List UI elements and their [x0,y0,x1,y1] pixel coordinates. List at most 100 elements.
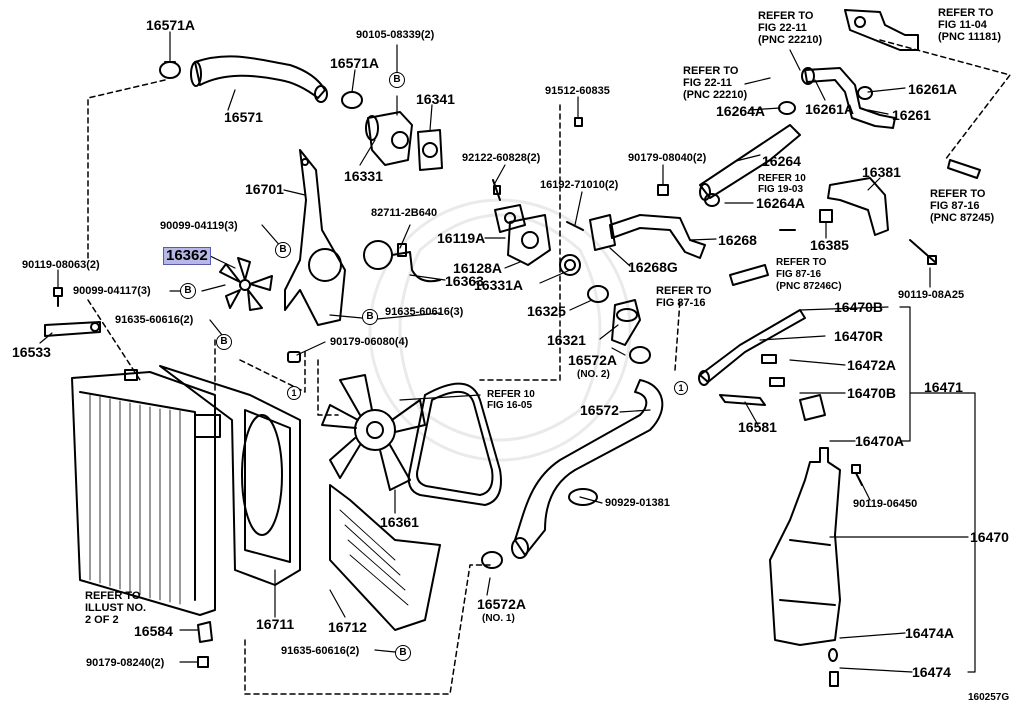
label-90099-04119[interactable]: 90099-04119(3) [160,220,238,232]
label-16571[interactable]: 16571 [224,109,263,125]
hose-clamp-16572A-no1[interactable] [481,551,503,569]
label-16470B-b[interactable]: 16470B [847,385,897,401]
label-16584[interactable]: 16584 [134,623,173,639]
radiator-assembly[interactable] [71,369,221,616]
water-outlet-16331[interactable] [365,111,413,166]
label-16712[interactable]: 16712 [328,619,367,635]
label-16192-71010[interactable]: 16192-71010(2) [540,179,619,191]
bolt-90119-08063[interactable] [53,287,63,307]
clip-16533[interactable] [44,321,101,337]
ref-fig-87-16-right[interactable]: REFER TO FIG 87-16 (PNC 87245) [930,188,995,224]
stud-92122[interactable] [492,179,501,201]
clamp-16385[interactable] [819,209,833,223]
clamp-16261A[interactable] [801,67,873,100]
bracket-16381[interactable] [827,177,889,236]
gasket-16268G[interactable] [589,214,616,251]
bolt-91512[interactable] [574,117,583,127]
label-91635-60616-b[interactable]: 91635-60616(3) [385,306,464,318]
label-16711[interactable]: 16711 [256,616,295,632]
label-16474[interactable]: 16474 [912,664,951,680]
label-16572A-no1[interactable]: 16572A [477,596,527,612]
ref-fig-87-16-mid[interactable]: REFER TO FIG 87-16 (PNC 87246C) [776,257,842,292]
label-16571A[interactable]: 16571A [330,55,380,71]
label-16325[interactable]: 16325 [527,303,566,319]
label-16362-highlighted[interactable]: 16362 [163,247,211,265]
label-82711-2B640[interactable]: 82711-2B640 [371,207,438,219]
label-16128A[interactable]: 16128A [453,260,503,276]
hose-clamp-16571A[interactable] [341,91,363,109]
label-16572A-no2[interactable]: 16572A [568,352,618,368]
label-91635-60616-c[interactable]: 91635-60616(2) [281,645,360,657]
label-90929-01381[interactable]: 90929-01381 [605,497,670,509]
clamp-16472A[interactable] [761,354,785,387]
label-16470[interactable]: 16470 [970,529,1009,545]
hose-16261[interactable] [804,67,896,129]
ref-illust-2-of-2[interactable]: REFER TO ILLUST NO. 2 OF 2 [85,590,147,626]
water-bypass-outlet[interactable] [844,9,919,51]
radiator-hose-16571[interactable] [190,55,328,103]
label-16268G[interactable]: 16268G [628,259,678,275]
fan-bracket-16701[interactable] [284,149,346,326]
ref-fig-22-11-mid[interactable]: REFER TO FIG 22-11 (PNC 22210) [683,65,748,101]
gasket-16341[interactable] [417,129,443,171]
drain-cock-16584[interactable] [197,621,213,643]
bracket-16581[interactable] [719,394,766,406]
label-16701[interactable]: 16701 [245,181,284,197]
label-90179-08240[interactable]: 90179-08240(2) [86,657,165,669]
label-16381[interactable]: 16381 [862,164,901,180]
ref-fig-87-16-low[interactable]: REFER TO FIG 87-16 [656,285,712,309]
label-16533[interactable]: 16533 [12,344,51,360]
clip-16264A[interactable] [704,101,796,207]
bolt-90179-08240[interactable] [197,656,209,668]
label-16321[interactable]: 16321 [547,332,586,348]
label-16261[interactable]: 16261 [892,107,931,123]
gasket-16325[interactable] [587,285,609,303]
fan-shroud-lower-16712[interactable] [329,484,441,631]
label-90099-04117[interactable]: 90099-04117(3) [73,285,151,297]
gasket-16119A[interactable] [494,204,526,233]
label-16361[interactable]: 16361 [380,514,419,530]
label-16581[interactable]: 16581 [738,419,777,435]
pipe-ref-87-16[interactable] [729,159,981,286]
nut-90179-06080[interactable] [287,351,301,363]
label-16571A-top[interactable]: 16571A [146,17,196,33]
label-16331[interactable]: 16331 [344,168,383,184]
bolt-90119-08A25[interactable] [909,239,937,265]
hose-clamp-16572A-no2[interactable] [629,346,651,364]
label-16472A[interactable]: 16472A [847,357,897,373]
bolt-90119-06450[interactable] [851,464,863,486]
label-16264A-top[interactable]: 16264A [716,103,766,119]
v-belt[interactable] [407,382,502,506]
label-92122-60828[interactable]: 92122-60828(2) [462,152,541,164]
hose-clamp-16571A-top[interactable] [159,61,181,79]
label-16470R[interactable]: 16470R [834,328,884,344]
ref-fig-22-11-top[interactable]: REFER TO FIG 22-11 (PNC 22210) [758,10,823,46]
ref-fig-16-05[interactable]: REFER 10 FIG 16-05 [487,389,535,411]
label-90105-08339[interactable]: 90105-08339(2) [356,29,435,41]
label-16474A[interactable]: 16474A [905,625,955,641]
fan-shroud-16711[interactable] [159,365,301,586]
label-90119-06450[interactable]: 90119-06450 [853,498,918,510]
thermostat-16331A[interactable] [559,254,581,276]
radiator-hose-16572[interactable] [511,379,664,559]
label-90179-06080[interactable]: 90179-06080(4) [330,336,409,348]
label-16261A-b[interactable]: 16261A [805,101,855,117]
label-16331A[interactable]: 16331A [474,277,524,293]
label-16264[interactable]: 16264 [762,153,801,169]
label-90119-08A25[interactable]: 90119-08A25 [898,289,965,301]
reservoir-hose-16470B[interactable] [698,309,806,386]
fan-16362[interactable] [219,257,273,311]
fan-coupling-16363[interactable] [363,240,441,283]
label-91512-60835[interactable]: 91512-60835 [545,85,610,97]
label-16268[interactable]: 16268 [718,232,757,248]
reservoir-tank-16470[interactable] [769,447,841,687]
water-inlet-16321[interactable] [611,299,641,346]
stud-16192[interactable] [566,221,584,231]
label-16572[interactable]: 16572 [580,402,619,418]
label-16261A-a[interactable]: 16261A [908,81,958,97]
label-16385[interactable]: 16385 [810,237,849,253]
water-inlet-housing-16128A[interactable] [507,214,551,266]
label-16470B-a[interactable]: 16470B [834,299,884,315]
label-16119A[interactable]: 16119A [437,230,486,246]
label-16363[interactable]: 16363 [445,273,484,289]
